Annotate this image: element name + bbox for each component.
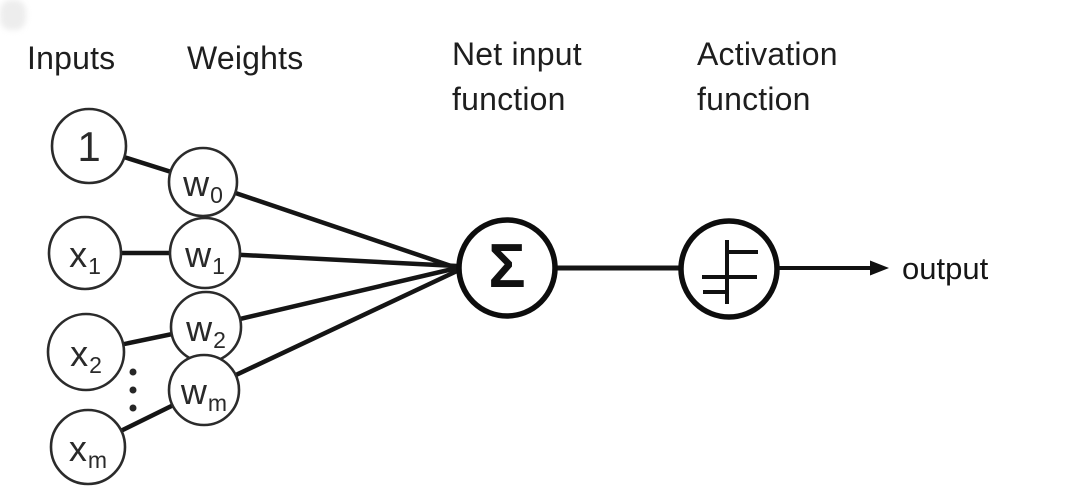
wm-subscript: m	[207, 390, 228, 416]
node-label-w2: w 2	[186, 308, 226, 352]
node-label-w0: w 0	[183, 163, 223, 207]
node-circle-xm	[49, 408, 127, 486]
edge-w2-to-sum	[203, 265, 460, 330]
ellipsis-dot	[129, 368, 137, 376]
node-circle-bias	[50, 107, 128, 185]
edge-wm-to-sum	[201, 268, 460, 393]
node-circles	[46, 107, 243, 486]
w0-subscript: 0	[210, 182, 223, 208]
w2-subscript: 2	[213, 327, 226, 353]
edge-w0-to-sum	[200, 179, 460, 271]
node-circle-w0	[167, 146, 239, 218]
node-circle-x2	[46, 312, 126, 392]
w1-base: w	[185, 234, 212, 275]
header-activation-function: Activation function	[697, 36, 838, 117]
net-input-circle	[456, 217, 558, 319]
wm-base: w	[180, 371, 207, 412]
bias-value: 1	[77, 123, 101, 170]
output-arrowhead-icon	[870, 260, 889, 276]
node-circle-wm	[167, 353, 241, 427]
ellipsis-dot	[129, 404, 137, 412]
vertical-ellipsis-icon	[129, 368, 137, 412]
output-label: output	[902, 251, 989, 286]
w2-base: w	[186, 308, 213, 349]
node-label-wm: w m	[180, 371, 227, 415]
node-label-x1: x 1	[69, 234, 101, 278]
xm-subscript: m	[87, 447, 108, 473]
xm-base: x	[68, 428, 87, 469]
node-label-bias: 1	[77, 126, 100, 168]
step-function-icon	[702, 240, 758, 304]
node-label-x2: x 2	[70, 333, 102, 377]
header-net-input-function: Net input function	[452, 36, 582, 117]
x2-base: x	[70, 333, 89, 374]
scan-artifact	[0, 0, 26, 30]
node-label-w1: w 1	[185, 234, 225, 278]
x2-subscript: 2	[89, 352, 102, 378]
w0-base: w	[183, 163, 210, 204]
sum-symbol: Σ	[488, 232, 526, 302]
node-label-xm: x m	[68, 428, 107, 472]
x1-base: x	[69, 234, 88, 275]
ellipsis-dot	[129, 386, 137, 394]
header-inputs: Inputs	[27, 40, 116, 76]
w1-subscript: 1	[212, 253, 225, 279]
node-circle-w1	[168, 216, 242, 290]
header-weights: Weights	[187, 40, 304, 76]
edge-w1-to-sum	[202, 250, 460, 269]
output-arrow	[778, 260, 889, 276]
node-circle-x1	[47, 215, 123, 291]
x1-subscript: 1	[88, 253, 101, 279]
